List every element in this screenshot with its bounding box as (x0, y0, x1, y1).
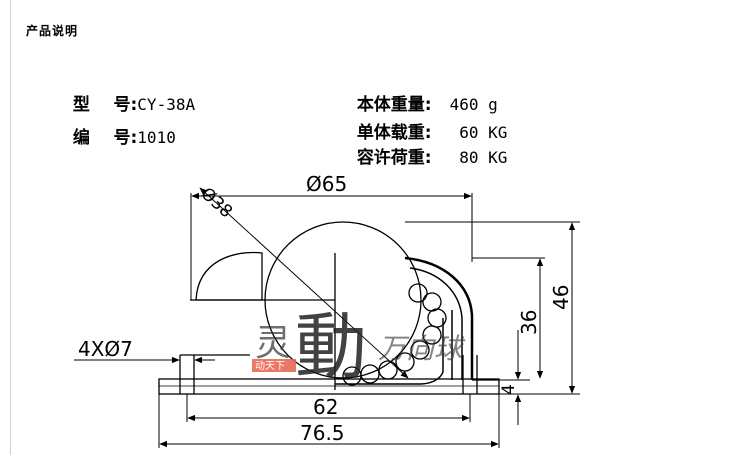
dim-62-text: 62 (313, 395, 338, 419)
spec-code-value: 1010 (137, 128, 176, 147)
small-ball-2 (422, 292, 442, 312)
dimension-lines (74, 187, 580, 448)
page-title: 产品说明 (26, 24, 79, 38)
watermark: 灵 動 万向球 动天下 (252, 305, 466, 389)
spec-code-label: 编 号: (72, 128, 138, 148)
page-edge-line (10, 0, 11, 455)
dim-o38-text: Ø38 (197, 184, 236, 222)
spec-model: 型 号:CY-38A (62, 70, 195, 115)
spec-allowed-load-value: 80 KG (449, 148, 508, 167)
watermark-big-char: 動 (295, 305, 367, 389)
spec-model-value: CY-38A (137, 95, 196, 114)
half-ball-left (195, 251, 263, 301)
small-ball-4 (422, 325, 442, 345)
small-ball-1 (408, 283, 428, 303)
watermark-tail: 万向球 (378, 332, 466, 365)
watermark-left-char: 灵 (255, 323, 291, 364)
dim-o65-text: Ø65 (306, 172, 347, 196)
dim-holes-text: 4XØ7 (78, 337, 133, 361)
watermark-stamp-text: 动天下 (255, 360, 285, 372)
spec-model-label: 型 号: (72, 95, 138, 115)
spec-body-weight-value: 460 g (449, 95, 498, 114)
dim-46-text: 46 (549, 285, 573, 310)
drawing-outline (158, 221, 500, 395)
dim-4-text: 4 (499, 384, 519, 395)
spec-code: 编 号:1010 (62, 103, 176, 148)
spec-body-weight: 本体重量: 460 g (346, 70, 498, 115)
spec-single-load-label: 单体载重: (356, 123, 432, 143)
watermark-stamp-box (252, 359, 296, 372)
spec-body-weight-label: 本体重量: (356, 95, 432, 115)
housing-outer-wall (404, 256, 474, 380)
dim-o38-line (199, 187, 409, 379)
spec-single-load-value: 60 KG (449, 123, 508, 142)
spec-allowed-load-label: 容许荷重: (356, 148, 432, 168)
spec-allowed-load: 容许荷重: 80 KG (346, 123, 508, 168)
small-ball-5 (410, 340, 430, 360)
dim-76-text: 76.5 (300, 421, 345, 445)
base-flange (158, 378, 500, 395)
spec-single-load: 单体载重: 60 KG (346, 98, 508, 143)
dim-36-text: 36 (517, 310, 541, 335)
housing-cup (335, 310, 453, 385)
housing-inner-wall (409, 267, 463, 380)
